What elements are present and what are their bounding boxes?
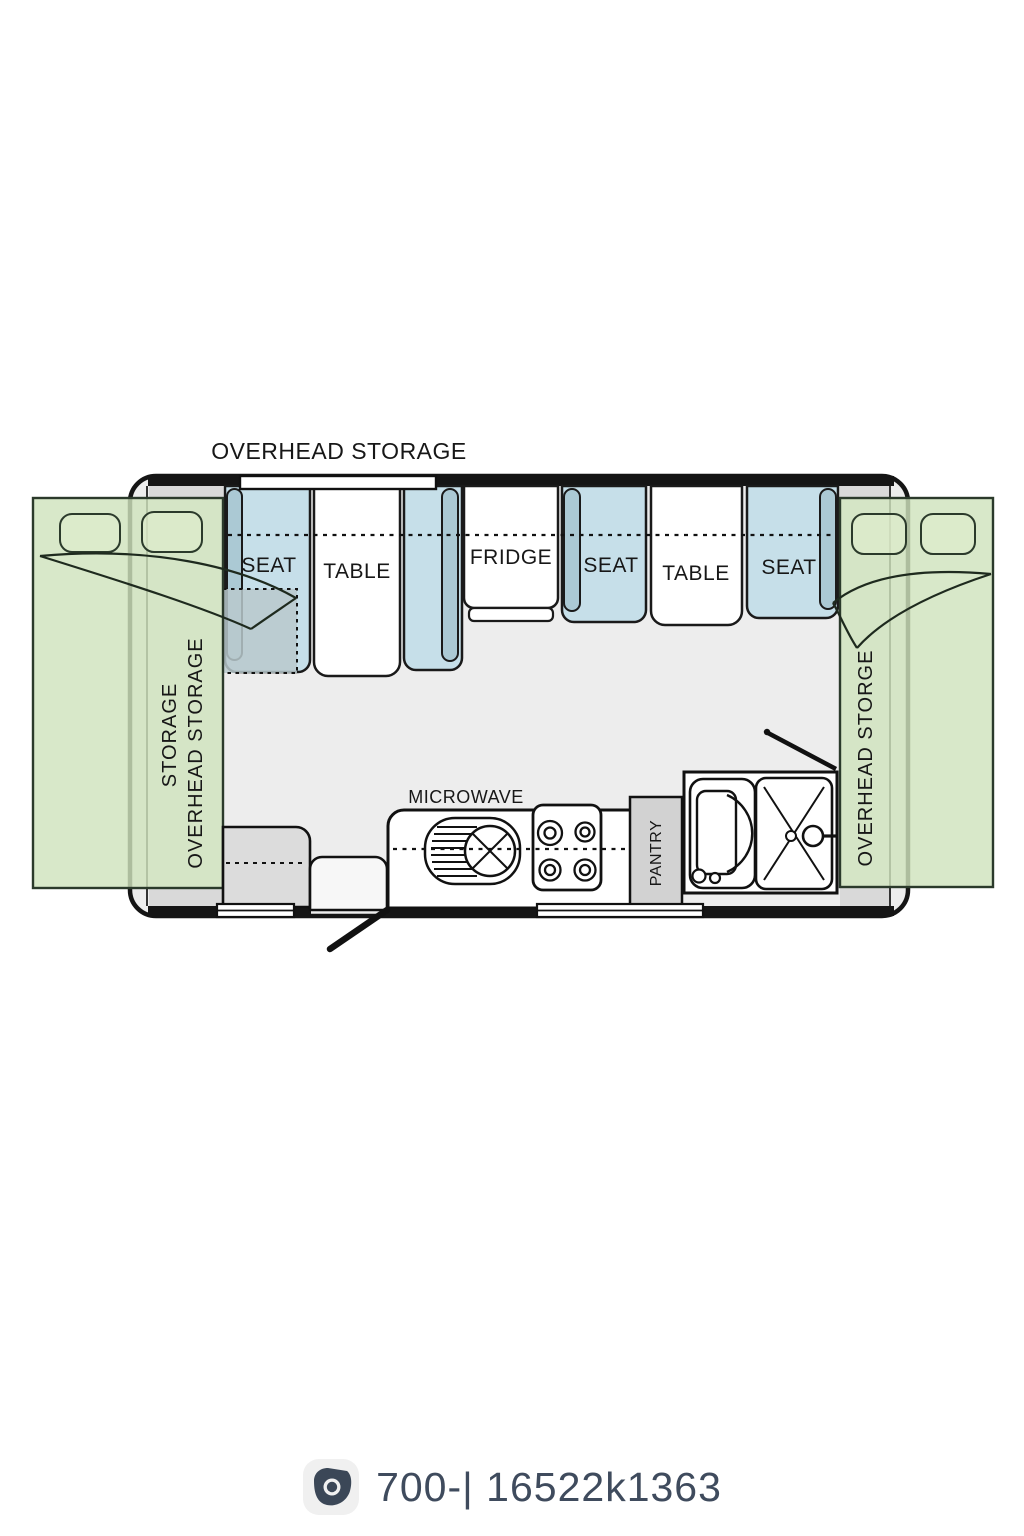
pillow (851, 513, 907, 555)
caption-text: 700-| 16522k1363 (376, 1463, 722, 1510)
table-rear-label: TABLE (662, 562, 729, 585)
pantry-label: PANTRY (648, 820, 665, 886)
cabinet-bottom-left (221, 825, 312, 909)
overhead-storage-top-label: OVERHEAD STORAGE (211, 438, 467, 464)
entry-door (326, 906, 391, 953)
toilet-flush-button (708, 871, 722, 885)
bathroom-door-hinge (763, 728, 771, 736)
seat-rear-right (745, 484, 840, 620)
storage-left-label: STORAGE (159, 683, 181, 787)
boot-storage-rear-top (840, 486, 889, 499)
entry-step-left (215, 902, 296, 919)
microwave-label: MICROWAVE (408, 787, 524, 807)
stove-burners (536, 819, 597, 882)
boot-storage-front-top (149, 486, 223, 499)
boot-storage-front-bottom (149, 887, 223, 906)
entry-vestibule (308, 855, 389, 912)
stove (531, 803, 603, 892)
bed-extension-dashed (222, 588, 298, 674)
seat-armrest (819, 488, 837, 610)
pillow (59, 513, 121, 553)
table-rear (649, 484, 744, 627)
pillow (141, 511, 203, 553)
seat-rear-label: SEAT (761, 556, 816, 579)
overhead-storage-left-label: OVERHEAD STORAGE (185, 637, 207, 868)
shower-tap (801, 824, 825, 848)
seat-front-label: SEAT (241, 554, 296, 577)
fridge-door-band (467, 606, 555, 623)
pillow (920, 513, 976, 555)
toilet-bowl (695, 789, 738, 876)
bed-fold-arrow-rear (832, 570, 992, 649)
seat-mid-left (560, 484, 648, 624)
rear-fold-out-bed (838, 496, 995, 889)
boot-storage-rear-bottom (840, 887, 889, 906)
shower-drain (785, 830, 797, 842)
entry-step-right (535, 902, 705, 919)
bed-fold-arrow-front (39, 552, 297, 631)
seat-armrest (441, 488, 459, 662)
bathroom-door (766, 731, 838, 771)
overhead-storage-bar (238, 474, 438, 491)
watermark-caption: 700-| 16522k1363 (0, 1458, 1024, 1516)
toilet-flush-button (691, 868, 707, 884)
table-front (312, 484, 402, 678)
seat-armrest (563, 488, 581, 612)
toilet-seat-arc (726, 793, 754, 874)
sink-cross-line (472, 833, 508, 869)
seat-mid-label: SEAT (583, 554, 638, 577)
pantry (628, 795, 684, 910)
top-wall (148, 476, 894, 486)
caravan-floorplan: OVERHEAD STORAGE STORAGE OVERHEAD STORAG… (31, 438, 995, 953)
overhead-storage-right-label: OVERHEAD STORGE (855, 650, 877, 867)
photo-agency-logo-icon (303, 1459, 360, 1515)
table-front-label: TABLE (323, 560, 390, 583)
fridge-label: FRIDGE (470, 546, 552, 569)
